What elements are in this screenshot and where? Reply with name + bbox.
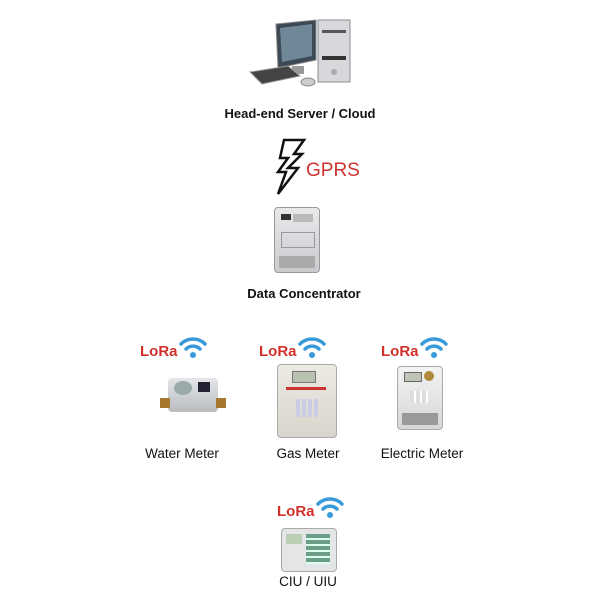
lora-label: LoRa <box>277 503 315 520</box>
electric-meter-label: Electric Meter <box>380 446 464 461</box>
wifi-icon <box>315 497 344 518</box>
water-meter-image <box>160 376 230 416</box>
ciu-label: CIU / UIU <box>279 574 337 589</box>
lora-label: LoRa <box>259 343 297 360</box>
concentrator-label: Data Concentrator <box>247 286 361 301</box>
lightning-icon <box>274 138 308 201</box>
gas-meter-label: Gas Meter <box>276 446 340 461</box>
ciu-device-image <box>281 528 337 572</box>
data-concentrator-image <box>274 207 320 273</box>
wifi-icon <box>297 337 326 358</box>
water-meter-label: Water Meter <box>145 446 219 461</box>
lora-badge-water: LoRa <box>140 333 208 359</box>
lora-badge-gas: LoRa <box>259 333 327 359</box>
wifi-icon <box>419 337 448 358</box>
gas-meter-image <box>277 364 337 438</box>
lora-label: LoRa <box>140 343 178 360</box>
wifi-icon <box>178 337 207 358</box>
server-label: Head-end Server / Cloud <box>224 106 376 121</box>
computer-icon <box>248 16 354 88</box>
gprs-label: GPRS <box>306 160 360 181</box>
lora-badge-electric: LoRa <box>381 333 449 359</box>
lora-badge-ciu: LoRa <box>277 493 345 519</box>
lora-label: LoRa <box>381 343 419 360</box>
electric-meter-image <box>397 366 443 430</box>
